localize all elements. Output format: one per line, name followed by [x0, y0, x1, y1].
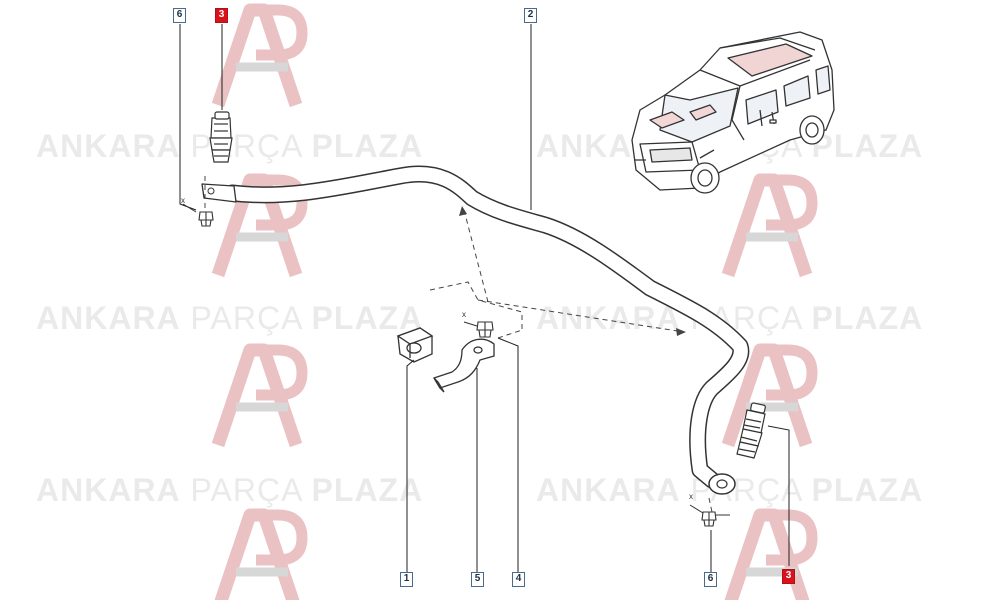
nut-left — [198, 211, 214, 227]
callout-part-5[interactable]: 5 — [471, 572, 484, 587]
callout-part-4[interactable]: 4 — [512, 572, 525, 587]
clamp-bracket — [433, 338, 495, 393]
arrow-head — [676, 328, 686, 336]
vehicle-illustration — [631, 31, 835, 194]
arrow-head — [459, 206, 467, 216]
watermark-logo — [728, 515, 812, 600]
torque-x-right: x — [689, 492, 693, 501]
callout-part-6-right[interactable]: 6 — [704, 572, 717, 587]
watermark-logo — [218, 350, 302, 445]
bushing — [396, 327, 434, 363]
callout-part-3-top[interactable]: 3 — [215, 8, 228, 23]
watermark-logo — [218, 515, 302, 600]
callout-part-6-left[interactable]: 6 — [173, 8, 186, 23]
callout-part-3-right[interactable]: 3 — [782, 569, 795, 584]
stabilizer-link-left — [209, 111, 233, 163]
torque-x-left: x — [181, 196, 185, 205]
stabilizer-bar — [201, 165, 750, 495]
torque-x-clamp: x — [462, 310, 466, 319]
torque-marks — [182, 203, 730, 516]
callout-part-2[interactable]: 2 — [524, 8, 537, 23]
watermark-logo — [218, 10, 302, 105]
nut-right — [701, 511, 717, 527]
callout-leaders — [179, 24, 790, 572]
nut-clamp — [476, 321, 494, 338]
stabilizer-link-right — [736, 402, 766, 459]
callout-part-1[interactable]: 1 — [400, 572, 413, 587]
watermark-logo — [728, 180, 812, 275]
